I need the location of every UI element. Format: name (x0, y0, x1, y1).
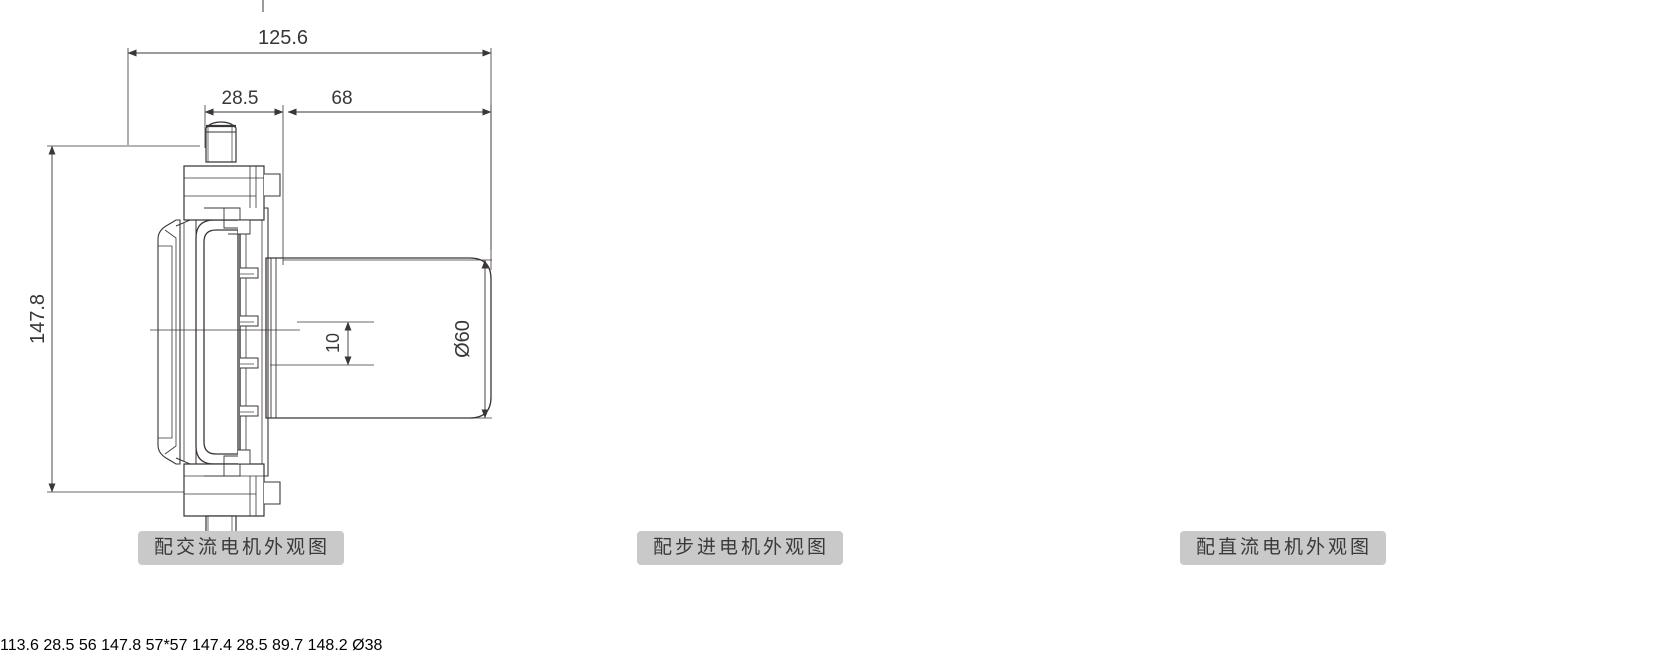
dim-label-28-5-1: 28.5 (222, 88, 259, 109)
drawing-canvas: 125.6 28.5 68 147.8 Ø60 10 (27, 0, 492, 558)
dim-label-147-4: 147.4 (191, 637, 232, 654)
dim-label-57x57: 57*57 (145, 637, 188, 654)
dim-shaft-step-1: 10 (270, 321, 374, 366)
dim-overall-height-3: 148.2 (308, 637, 353, 654)
drawing-ac-motor: 125.6 28.5 68 147.8 Ø60 10 (27, 0, 492, 558)
dim-motor-length-1: 68 (287, 88, 492, 116)
dim-label-dia38: Ø38 (352, 637, 383, 654)
dim-label-148-2: 148.2 (307, 637, 348, 654)
dim-label-dia60: Ø60 (452, 320, 474, 358)
dim-overall-height-2: 147.8 (101, 637, 146, 654)
pump-body-1 (156, 120, 282, 558)
dim-motor-length-2: 56 (79, 637, 101, 654)
dim-label-147-8-2: 147.8 (101, 637, 142, 654)
dim-label-113-6: 113.6 (0, 637, 39, 654)
dim-motor-diameter-1: Ø60 (452, 259, 489, 419)
extension-lines-1 (47, 48, 492, 493)
dim-label-89-7: 89.7 (272, 637, 304, 654)
dim-motor-length-3: 89.7 (272, 637, 308, 654)
dim-motor-section-2: 57*57 (146, 637, 192, 654)
dim-label-28-5-3: 28.5 (236, 637, 268, 654)
ac-motor-body (265, 257, 492, 419)
dim-port-offset-2: 28.5 (43, 637, 79, 654)
dim-overall-length-1: 125.6 (127, 27, 492, 57)
dim-port-offset-3: 28.5 (236, 637, 272, 654)
dim-label-125-6: 125.6 (258, 27, 308, 49)
dim-label-56: 56 (78, 637, 97, 654)
caption-dc-motor: 配直流电机外观图 (1180, 531, 1387, 565)
dim-overall-height-1: 147.8 (27, 145, 56, 493)
drawing-dc-motor: 147.4 28.5 89.7 148.2 Ø38 (192, 637, 382, 654)
dim-overall-length-3: 147.4 (192, 637, 237, 654)
dim-motor-diameter-3: Ø38 (352, 637, 382, 654)
caption-stepper-motor: 配步进电机外观图 (637, 531, 844, 565)
dim-label-28-5-2: 28.5 (43, 637, 75, 654)
caption-ac-motor: 配交流电机外观图 (138, 531, 345, 565)
technical-drawing-sheet: 125.6 28.5 68 147.8 Ø60 10 (0, 0, 1387, 654)
dim-label-10: 10 (323, 333, 343, 353)
dim-overall-length-2: 113.6 (0, 637, 43, 654)
dim-label-68: 68 (331, 88, 352, 109)
dim-label-147-8-1: 147.8 (27, 294, 49, 344)
drawing-stepper-motor: 113.6 28.5 56 147.8 57*57 (0, 637, 192, 654)
dim-port-offset-1: 28.5 (204, 88, 284, 116)
